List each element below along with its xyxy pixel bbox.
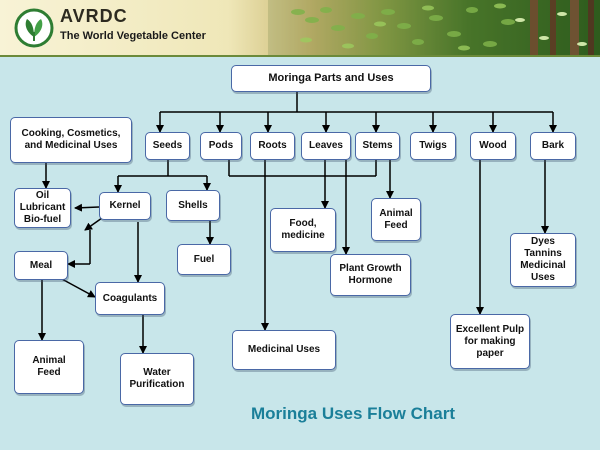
node-fuel: Fuel	[177, 244, 231, 275]
node-stems: Stems	[355, 132, 400, 160]
node-wood: Wood	[470, 132, 516, 160]
node-oil-lubricant-biofuel: Oil Lubricant Bio-fuel	[14, 188, 71, 228]
brand-name: AVRDC	[60, 6, 128, 26]
node-food-medicine: Food, medicine	[270, 208, 336, 252]
header-banner: AVRDC The World Vegetable Center	[0, 0, 600, 55]
brand-tagline: The World Vegetable Center	[60, 30, 206, 42]
node-excellent-pulp: Excellent Pulp for making paper	[450, 314, 530, 369]
avrdc-logo-icon	[14, 8, 54, 48]
node-dyes-tannins-medicinal-uses: Dyes Tannins Medicinal Uses	[510, 233, 576, 287]
node-cooking-cosmetics-medicinal: Cooking, Cosmetics, and Medicinal Uses	[10, 117, 132, 163]
node-kernel: Kernel	[99, 192, 151, 220]
chart-title: Moringa Uses Flow Chart	[250, 404, 456, 423]
header-divider	[0, 55, 600, 57]
node-pods: Pods	[200, 132, 242, 160]
node-moringa-parts-and-uses: Moringa Parts and Uses	[231, 65, 431, 92]
node-twigs: Twigs	[410, 132, 456, 160]
node-seeds: Seeds	[145, 132, 190, 160]
node-leaves: Leaves	[301, 132, 351, 160]
node-bark: Bark	[530, 132, 576, 160]
node-roots: Roots	[250, 132, 295, 160]
node-medicinal-uses: Medicinal Uses	[232, 330, 336, 370]
node-coagulants: Coagulants	[95, 282, 165, 315]
node-animal-feed-meal: Animal Feed	[14, 340, 84, 394]
node-shells: Shells	[166, 190, 220, 221]
moringa-leaves-photo	[268, 0, 600, 55]
node-plant-growth-hormone: Plant Growth Hormone	[330, 254, 411, 296]
node-meal: Meal	[14, 251, 68, 280]
node-water-purification: Water Purification	[120, 353, 194, 405]
node-animal-feed-stems: Animal Feed	[371, 198, 421, 241]
